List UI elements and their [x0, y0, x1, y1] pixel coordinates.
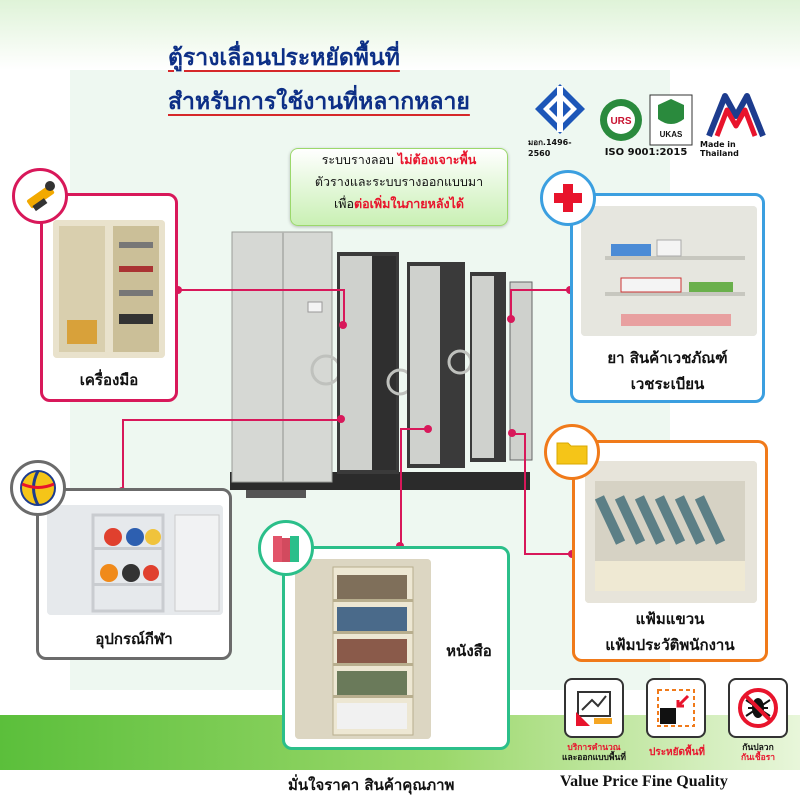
ukas-logo-icon: UKAS	[649, 94, 693, 146]
drafting-tools-icon	[576, 691, 612, 726]
connector-line	[512, 433, 526, 435]
cabinet-unit	[509, 281, 533, 461]
sports-photo	[47, 505, 223, 615]
tis-label: มอก.1496-2560	[528, 138, 572, 158]
books-icon	[273, 536, 299, 562]
connector-line	[400, 428, 428, 430]
svg-text:UKAS: UKAS	[660, 130, 683, 139]
connector-line	[510, 289, 512, 319]
info-line2: ตัวรางและระบบรางออกแบบมา	[314, 174, 484, 189]
save-space-label: ประหยัดพื้นที่	[648, 747, 706, 758]
connector-line	[524, 553, 572, 555]
made-in-thailand-logo-icon	[706, 93, 766, 138]
footer-bar	[0, 770, 800, 800]
sports-shelf-icon	[47, 505, 223, 615]
sports-badge	[10, 460, 66, 516]
files-badge	[544, 424, 600, 480]
space-saving-icon	[657, 689, 695, 727]
page-title-line2: สำหรับการใช้งานที่หลากหลาย	[168, 89, 470, 115]
connector-line	[510, 289, 570, 291]
tools-cabinet-icon	[53, 220, 165, 358]
medicine-photo	[581, 206, 757, 336]
tis-certification: มอก.1496-2560	[528, 70, 592, 158]
medicine-badge	[540, 170, 596, 226]
info-line3-text: เพื่อ	[333, 196, 354, 211]
design-service-label-line1: บริการคำนวณ	[567, 743, 621, 753]
save-space-feature-icon	[646, 678, 706, 738]
no-termite-icon	[738, 688, 778, 728]
connector-dot	[339, 321, 347, 329]
books-badge	[258, 520, 314, 576]
connector-dot	[174, 286, 182, 294]
design-service-label: บริการคำนวณ และออกแบบพื้นที่	[556, 743, 632, 763]
books-photo	[295, 559, 431, 739]
connector-dot	[424, 425, 432, 433]
footer-thai-slogan: มั่นใจราคา สินค้าคุณภาพ	[288, 776, 455, 794]
hanging-files-icon	[585, 461, 757, 603]
iso-certification: URS UKAS ISO 9001:2015	[596, 70, 696, 158]
page-title-line1: ตู้รางเลื่อนประหยัดพื้นที่	[168, 45, 400, 71]
tools-badge	[12, 168, 68, 224]
info-line1-text: ระบบรางลอบ	[321, 152, 394, 167]
pest-protection-feature-icon	[728, 678, 788, 738]
medical-cross-icon	[554, 184, 582, 212]
design-service-feature-icon	[564, 678, 624, 738]
pest-protection-label: กันปลวก กันเชื้อรา	[726, 743, 790, 763]
medicine-shelf-icon	[581, 206, 757, 336]
medicine-label-line1: ยา สินค้าเวชภัณฑ์	[607, 349, 728, 367]
books-label: หนังสือ	[446, 642, 492, 660]
cabinet-unit	[231, 231, 342, 483]
connector-line	[122, 419, 124, 491]
folder-icon	[556, 442, 588, 465]
info-line1-highlight: ไม่ต้องเจาะพื้น	[397, 152, 477, 167]
connector-line	[178, 289, 344, 291]
medicine-label-line2: เวชระเบียน	[630, 375, 705, 393]
iso-logos: URS UKAS	[598, 93, 694, 147]
header-background	[0, 0, 800, 70]
connector-line	[524, 433, 526, 555]
volleyball-icon	[20, 470, 56, 506]
connector-dot	[337, 415, 345, 423]
connector-dot	[508, 429, 516, 437]
bookcase-icon	[295, 559, 431, 739]
files-photo	[585, 461, 757, 603]
wrench-icon	[27, 181, 55, 212]
category-card-files: แฟ้มแขวน แฟ้มประวัติพนักงาน	[572, 440, 768, 662]
footer-english-slogan: Value Price Fine Quality	[560, 773, 728, 790]
tools-label: เครื่องมือ	[79, 371, 139, 389]
pest-protection-label-line2: กันเชื้อรา	[740, 753, 776, 763]
info-line1: ระบบรางลอบ ไม่ต้องเจาะพื้น	[291, 149, 507, 171]
files-label-line1: แฟ้มแขวน	[635, 610, 705, 628]
made-in-thailand-label: Made in Thailand	[700, 140, 739, 158]
urs-logo-icon: URS	[600, 99, 642, 141]
connector-dot	[507, 315, 515, 323]
info-line3-highlight: ต่อเพิ่มในภายหลังได้	[354, 196, 465, 211]
connector-line	[122, 419, 340, 421]
svg-text:URS: URS	[610, 116, 631, 127]
cabinet-unit	[470, 272, 506, 462]
category-card-books: หนังสือ	[282, 546, 510, 750]
iso-label: ISO 9001:2015	[604, 147, 688, 158]
category-card-sports: อุปกรณ์กีฬา	[36, 488, 232, 660]
connector-line	[400, 428, 402, 546]
cabinet-unit	[337, 252, 414, 474]
mobile-shelving-illustration	[230, 231, 533, 498]
pest-protection-label-line1: กันปลวก	[742, 743, 774, 753]
cabinet-unit	[407, 262, 473, 468]
files-label-line2: แฟ้มประวัติพนักงาน	[605, 636, 735, 654]
info-bubble: ระบบรางลอบ ไม่ต้องเจาะพื้น ตัวรางและระบบ…	[290, 148, 508, 226]
tools-photo	[53, 220, 165, 358]
sports-label: อุปกรณ์กีฬา	[95, 630, 173, 648]
made-in-thailand-certification: Made in Thailand	[700, 70, 772, 158]
info-line3: เพื่อต่อเพิ่มในภายหลังได้	[291, 193, 507, 215]
category-card-medicine: ยา สินค้าเวชภัณฑ์ เวชระเบียน	[570, 193, 765, 403]
category-card-tools: เครื่องมือ	[40, 193, 178, 402]
connector-line	[343, 289, 345, 325]
tis-logo-icon	[535, 84, 585, 134]
design-service-label-line2: และออกแบบพื้นที่	[562, 753, 626, 763]
